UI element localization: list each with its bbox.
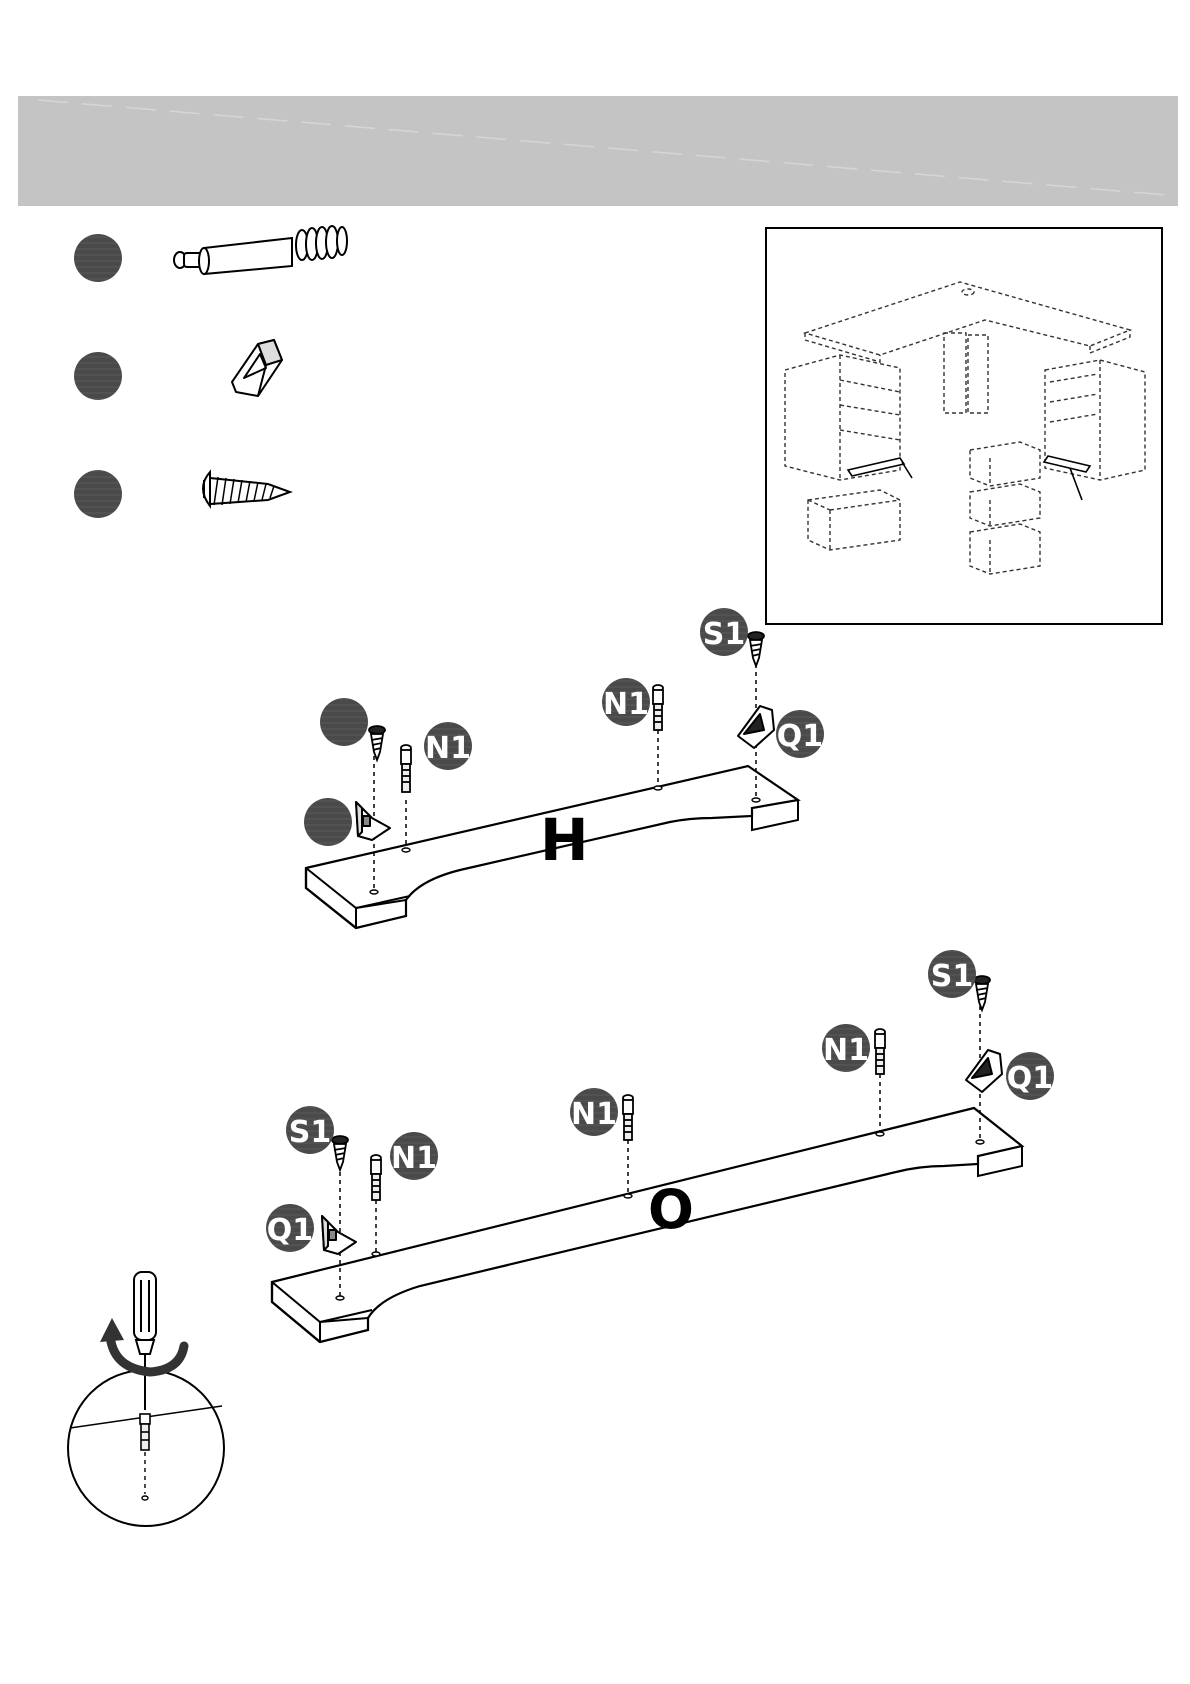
cam-dowel-icon [371,1155,381,1200]
badge-dowel: N1 [822,1024,870,1072]
svg-text:N1: N1 [391,1141,437,1176]
panel-o-top [272,1108,1022,1342]
svg-text:Q1: Q1 [777,719,823,754]
corner-bracket-icon [966,1050,1002,1092]
screw-icon [369,726,385,760]
svg-text:N1: N1 [571,1097,617,1132]
svg-text:S1: S1 [703,617,745,652]
panel-o: O [266,950,1054,1342]
badge-unlabeled [304,798,352,846]
badge-dowel: N1 [602,678,650,726]
legend-badge-dowel [74,234,122,282]
badge-screw: S1 [700,608,748,656]
cam-dowel-icon [623,1095,633,1140]
svg-text:N1: N1 [823,1033,869,1068]
svg-text:Q1: Q1 [1007,1061,1053,1096]
badge-bracket: Q1 [266,1204,314,1252]
svg-text:N1: N1 [425,731,471,766]
screwdriver-detail [68,1272,224,1526]
svg-text:Q1: Q1 [267,1213,313,1248]
svg-text:S1: S1 [931,959,973,994]
legend [74,226,347,518]
screw-icon [748,632,764,666]
screw-icon [974,976,990,1010]
badge-dowel: N1 [390,1132,438,1180]
cam-dowel-icon [174,226,347,274]
badge-screw: S1 [286,1106,334,1154]
badge-dowel: N1 [424,722,472,770]
legend-badge-bracket [74,352,122,400]
corner-bracket-icon [232,340,282,396]
cam-dowel-icon [875,1029,885,1074]
screw-icon [332,1136,348,1170]
screw-icon [203,472,290,506]
badge-bracket: Q1 [776,710,824,758]
badge-unlabeled [320,698,368,746]
cam-dowel-icon [401,745,411,792]
panel-h: H [304,608,824,928]
badge-bracket: Q1 [1006,1052,1054,1100]
svg-text:S1: S1 [289,1115,331,1150]
corner-bracket-icon [322,1216,356,1254]
corner-bracket-icon [738,706,774,748]
svg-text:N1: N1 [603,687,649,722]
badge-dowel: N1 [570,1088,618,1136]
overview-box [766,228,1162,624]
panel-h-label: H [540,806,589,874]
badge-screw: S1 [928,950,976,998]
cam-dowel-icon [140,1414,150,1450]
panel-o-label: O [648,1178,694,1241]
legend-badge-screw [74,470,122,518]
cam-dowel-icon [653,685,663,730]
corner-bracket-icon [356,802,390,840]
